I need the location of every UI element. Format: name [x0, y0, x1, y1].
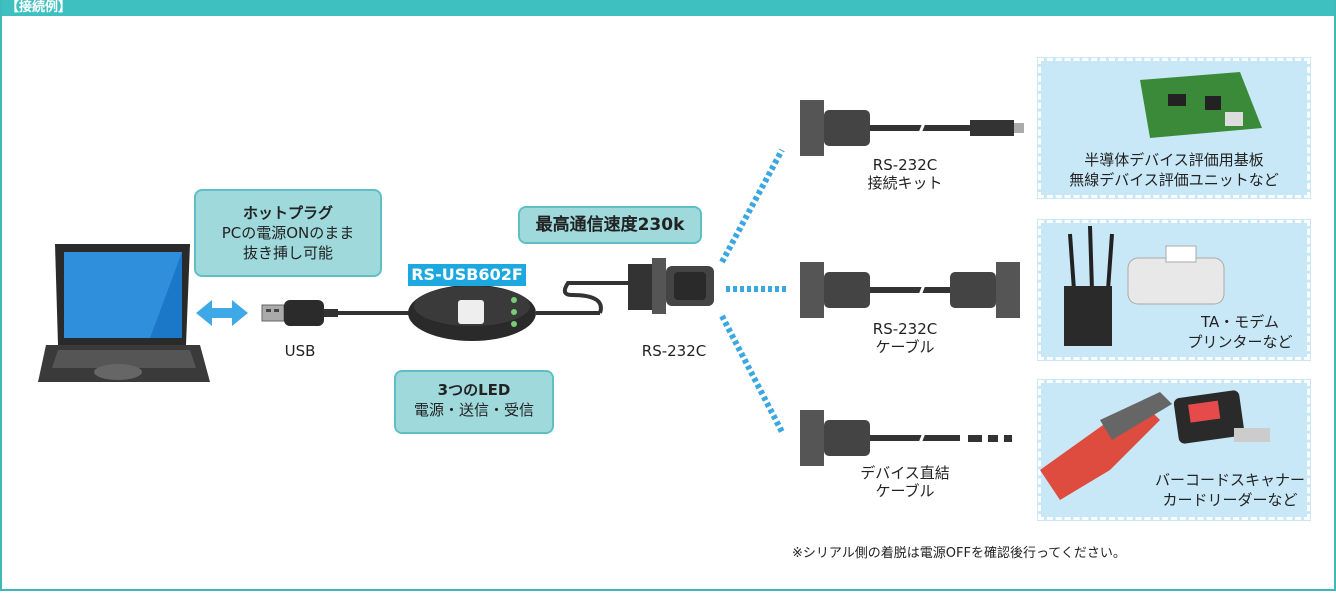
- led-title: 3つのLED: [437, 381, 511, 399]
- router-icon: [1064, 225, 1114, 346]
- device-board-line2: 無線デバイス評価ユニットなど: [1069, 171, 1279, 189]
- direct-connector-icon: [800, 410, 1012, 466]
- pcb-board-icon: [1140, 72, 1262, 138]
- speed-title: 最高通信速度230k: [535, 215, 685, 235]
- direct-label: デバイス直結 ケーブル: [850, 464, 960, 500]
- device-scanner-line1: バーコードスキャナー: [1154, 471, 1305, 489]
- device-modem-line2: プリンターなど: [1187, 333, 1293, 351]
- kit-connector-icon: [800, 100, 1024, 156]
- hotplug-callout: ホットプラグ PCの電源ONのまま 抜き挿し可能: [194, 189, 382, 277]
- device-board-line1: 半導体デバイス評価用基板: [1084, 151, 1264, 169]
- device-text-scanner: バーコードスキャナー カードリーダーなど: [1150, 470, 1310, 510]
- dotted-connection-lines: [719, 148, 786, 434]
- card-reader-icon: [1173, 390, 1270, 444]
- rs232c-label: RS-232C: [641, 342, 707, 360]
- product-name: RS-USB602F: [411, 265, 523, 284]
- usb-label: USB: [284, 342, 316, 360]
- cable-label-line2: ケーブル: [875, 338, 935, 356]
- kit-label-line1: RS-232C: [872, 156, 938, 174]
- kit-label-line2: 接続キット: [867, 174, 943, 192]
- db9-connector-icon: [628, 258, 714, 314]
- product-label: RS-USB602F: [408, 264, 526, 286]
- hotplug-title: ホットプラグ: [242, 204, 333, 222]
- usb-plug-icon: [261, 300, 338, 326]
- device-modem-line1: TA・モデム: [1201, 313, 1279, 331]
- header-bar: 【接続例】: [0, 0, 1336, 16]
- direct-label-line2: ケーブル: [875, 482, 935, 500]
- laptop-icon: [38, 244, 210, 382]
- device-text-modem: TA・モデム プリンターなど: [1180, 312, 1300, 352]
- hotplug-line2: 抜き挿し可能: [242, 244, 333, 262]
- bidirectional-arrow-icon: [196, 300, 248, 326]
- printer-icon: [1127, 245, 1225, 305]
- speed-callout: 最高通信速度230k: [518, 206, 702, 244]
- hotplug-line1: PCの電源ONのまま: [221, 224, 355, 242]
- header-title: 【接続例】: [6, 0, 72, 15]
- footnote: ※シリアル側の着脱は電源OFFを確認後行ってください。: [792, 546, 1126, 561]
- led-callout: 3つのLED 電源・送信・受信: [394, 370, 554, 434]
- direct-label-line1: デバイス直結: [860, 464, 950, 482]
- cable-connector-icon: [800, 262, 1020, 318]
- kit-label: RS-232C 接続キット: [850, 156, 960, 192]
- led-line1: 電源・送信・受信: [413, 401, 534, 419]
- barcode-scanner-icon: [1040, 392, 1172, 500]
- converter-body: [408, 285, 536, 341]
- cable-label-line1: RS-232C: [872, 320, 938, 338]
- device-text-board: 半導体デバイス評価用基板 無線デバイス評価ユニットなど: [1040, 150, 1308, 190]
- cable-label: RS-232C ケーブル: [850, 320, 960, 356]
- device-scanner-line2: カードリーダーなど: [1162, 491, 1298, 509]
